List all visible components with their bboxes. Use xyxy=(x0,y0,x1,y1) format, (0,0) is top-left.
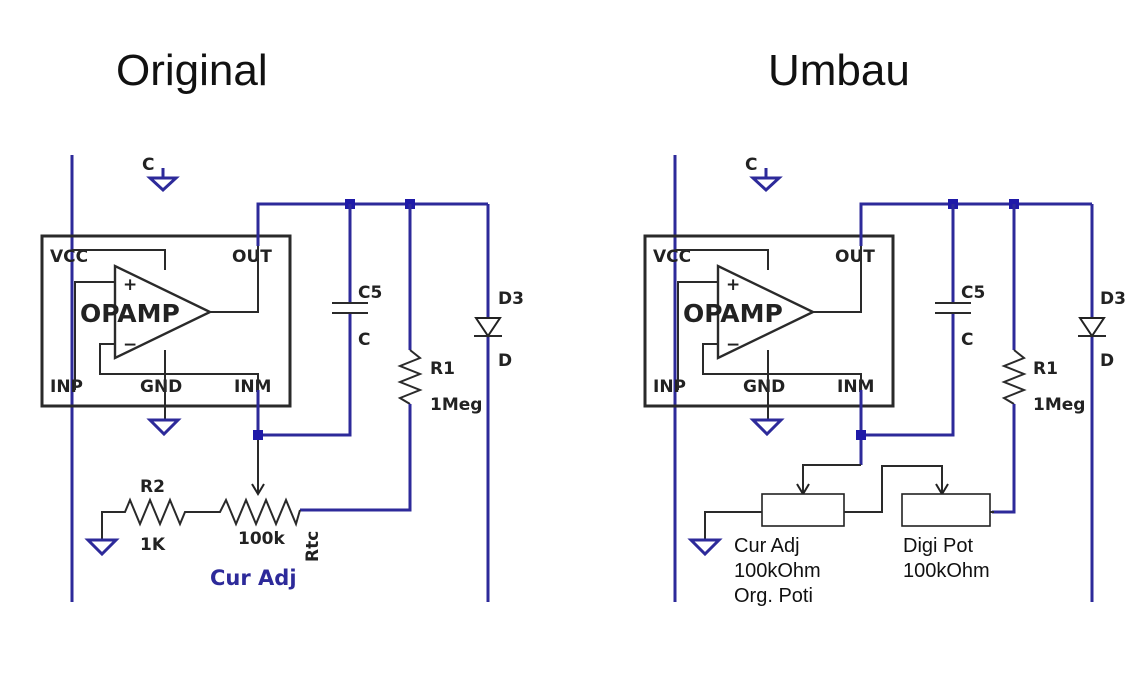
opamp-label-umbau: OPAMP xyxy=(683,299,783,328)
minus-input-wire xyxy=(99,343,259,390)
curadj-label-line2: 100kOhm xyxy=(734,560,821,582)
pin-gnd-label: GND xyxy=(140,377,182,397)
d3-value-label: D xyxy=(498,351,512,371)
plus-input-wire-umbau xyxy=(677,281,718,390)
plus-sign-umbau: + xyxy=(726,275,740,295)
opamp-triangle xyxy=(113,264,213,360)
minus-sign: − xyxy=(123,335,137,355)
d3-name-label: D3 xyxy=(498,289,524,309)
output-bus-wire-umbau xyxy=(859,202,1092,246)
plus-sign: + xyxy=(123,275,137,295)
c5-name-label: C5 xyxy=(358,283,382,303)
title-umbau: Umbau xyxy=(768,46,910,95)
pin-inm-label: INM xyxy=(234,377,271,397)
pin-out-label-umbau: OUT xyxy=(835,247,875,267)
pot-value-label: 100k xyxy=(238,529,285,549)
d3-value-label-umbau: D xyxy=(1100,351,1114,371)
r1-value-label: 1Meg xyxy=(430,395,482,415)
pin-vcc-label-umbau: VCC xyxy=(653,247,691,267)
curadj-pot-box xyxy=(761,493,845,527)
r1-name-label-umbau: R1 xyxy=(1033,359,1058,379)
output-bus-wire xyxy=(256,202,488,246)
out-internal-wire xyxy=(210,246,259,313)
curadj-wiper-wire xyxy=(802,464,861,492)
plus-input-wire xyxy=(74,281,115,390)
r2-name-label: R2 xyxy=(140,477,165,497)
vcc-internal-wire xyxy=(72,249,166,270)
pin-out-label: OUT xyxy=(232,247,272,267)
diode-d3 xyxy=(474,317,502,338)
digipot-label-line2: 100kOhm xyxy=(903,560,990,582)
pin-gnd-label-umbau: GND xyxy=(743,377,785,397)
pin-inp-label: INP xyxy=(50,377,83,397)
pin-vcc-label: VCC xyxy=(50,247,88,267)
curadj-label-line1: Cur Adj xyxy=(734,535,800,557)
title-original: Original xyxy=(116,46,268,95)
wiper-arrow xyxy=(251,483,265,496)
digipot-box xyxy=(901,493,991,527)
minus-sign-umbau: − xyxy=(726,335,740,355)
c5-name-label-umbau: C5 xyxy=(961,283,985,303)
top-ground-label: C xyxy=(142,155,154,175)
r2-ground-symbol xyxy=(84,538,120,557)
pin-inp-label-umbau: INP xyxy=(653,377,686,397)
gnd-ground-symbol-umbau xyxy=(749,418,785,437)
d3-name-label-umbau: D3 xyxy=(1100,289,1126,309)
top-ground-symbol: C xyxy=(142,155,180,193)
opamp-label: OPAMP xyxy=(80,299,180,328)
digipot-wiper-wire xyxy=(844,465,943,513)
r2-value-label: 1K xyxy=(140,535,166,555)
digipot-label-line1: Digi Pot xyxy=(903,535,973,557)
r2-pot-zigzag xyxy=(101,497,301,540)
top-ground-symbol-umbau: C xyxy=(745,155,783,193)
pot-name-label: Rtc xyxy=(303,531,323,562)
minus-input-wire-umbau xyxy=(702,343,862,390)
junction-dot-inm-umbau xyxy=(856,430,866,440)
original-schematic: C VCC OUT INP GND INM OPAMP + − xyxy=(40,155,524,602)
out-internal-wire-umbau xyxy=(813,246,862,313)
resistor-r1-umbau xyxy=(992,204,1027,514)
opamp-triangle-umbau xyxy=(716,264,816,360)
curadj-ground-symbol xyxy=(687,538,723,557)
umbau-schematic: C VCC OUT INP GND INM OPAMP + − C5 C xyxy=(643,155,1126,607)
r1-name-label: R1 xyxy=(430,359,455,379)
capacitor-c5-umbau xyxy=(861,204,971,437)
diode-d3-umbau xyxy=(1078,317,1106,338)
junction-dot-inm xyxy=(253,430,263,440)
c5-value-label: C xyxy=(358,330,370,350)
resistor-r1 xyxy=(300,204,423,512)
c5-value-label-umbau: C xyxy=(961,330,973,350)
curadj-label-line3: Org. Poti xyxy=(734,585,813,607)
gnd-ground-symbol xyxy=(146,418,182,437)
top-ground-label-umbau: C xyxy=(745,155,757,175)
capacitor-c5 xyxy=(258,204,368,437)
pin-inm-label-umbau: INM xyxy=(837,377,874,397)
cur-adj-label: Cur Adj xyxy=(210,566,297,590)
r1-value-label-umbau: 1Meg xyxy=(1033,395,1085,415)
curadj-left-wire xyxy=(704,511,762,540)
vcc-internal-wire-umbau xyxy=(675,249,769,270)
